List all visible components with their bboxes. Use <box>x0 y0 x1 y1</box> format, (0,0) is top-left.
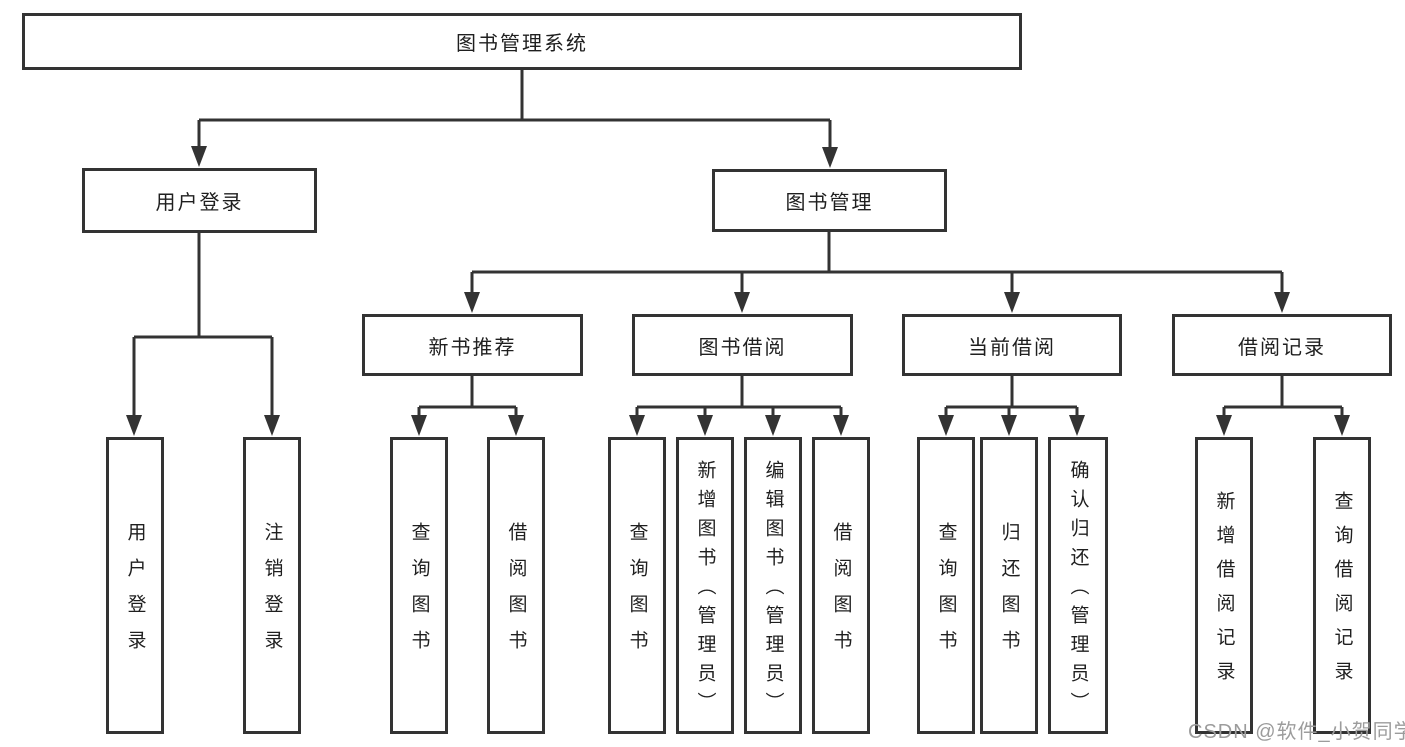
leaf-label: 归还图书 <box>998 522 1020 666</box>
leaf-query-borrow-record: 查询借阅记录 <box>1313 437 1371 734</box>
node-new-book-recommend: 新书推荐 <box>362 314 583 376</box>
leaf-label: 确认归还（管理员） <box>1067 460 1089 721</box>
leaf-label: 编辑图书（管理员） <box>762 460 784 721</box>
leaf-query-books-2: 查询图书 <box>608 437 666 734</box>
leaf-label: 新增借阅记录 <box>1213 491 1235 695</box>
leaf-label: 查询图书 <box>626 522 648 666</box>
leaf-return-books: 归还图书 <box>980 437 1038 734</box>
leaf-label: 查询借阅记录 <box>1331 491 1353 695</box>
leaf-label: 借阅图书 <box>830 522 852 666</box>
node-book-mgmt: 图书管理 <box>712 169 947 232</box>
watermark: CSDN @软件_小贺同学 <box>1188 721 1405 743</box>
leaf-label: 借阅图书 <box>505 522 527 666</box>
leaf-label: 查询图书 <box>408 522 430 666</box>
leaf-borrow-books-1: 借阅图书 <box>487 437 545 734</box>
node-current-borrow: 当前借阅 <box>902 314 1122 376</box>
leaf-add-books-admin: 新增图书（管理员） <box>676 437 734 734</box>
node-book-borrow: 图书借阅 <box>632 314 853 376</box>
leaf-query-books-3: 查询图书 <box>917 437 975 734</box>
leaf-edit-books-admin: 编辑图书（管理员） <box>744 437 802 734</box>
leaf-borrow-books-2: 借阅图书 <box>812 437 870 734</box>
leaf-label: 查询图书 <box>935 522 957 666</box>
node-borrow-records: 借阅记录 <box>1172 314 1392 376</box>
leaf-label: 注销登录 <box>261 522 283 666</box>
leaf-user-login: 用户登录 <box>106 437 164 734</box>
leaf-label: 新增图书（管理员） <box>694 460 716 721</box>
leaf-confirm-return-admin: 确认归还（管理员） <box>1048 437 1108 734</box>
node-root: 图书管理系统 <box>22 13 1022 70</box>
leaf-logout: 注销登录 <box>243 437 301 734</box>
leaf-query-books-1: 查询图书 <box>390 437 448 734</box>
leaf-label: 用户登录 <box>124 522 146 666</box>
node-user-login: 用户登录 <box>82 168 317 233</box>
leaf-add-borrow-record: 新增借阅记录 <box>1195 437 1253 734</box>
